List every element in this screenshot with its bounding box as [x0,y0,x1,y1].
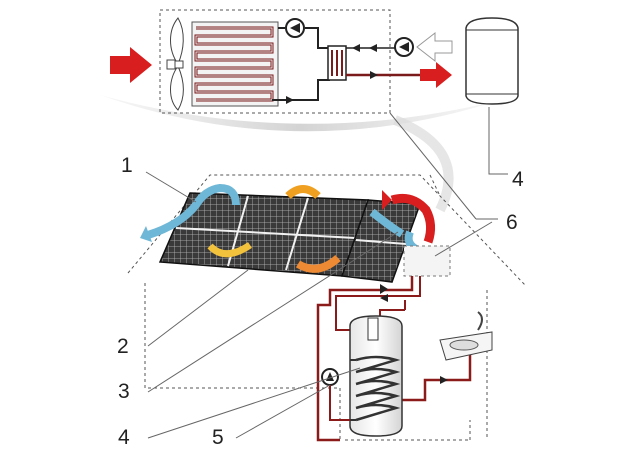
pump-icon [285,18,305,38]
callout-1: 1 [121,154,133,177]
rooftop-heat-pump-box [403,245,451,277]
cold-air-arrow [146,183,240,239]
leader-line-6a [389,112,477,220]
arrow-icon [416,31,453,63]
sink-icon [439,311,493,361]
heat-pump-unit-box [159,9,391,114]
leader-line-6b [434,221,493,257]
refrigerant-line-bottom [272,79,330,101]
tank-side-pipe [329,385,350,421]
pump-icon [394,37,414,57]
callout-6: 6 [506,211,518,234]
callout-4-bottom: 4 [118,426,130,449]
leader-line-2 [147,269,249,347]
arrow-icon [440,376,448,384]
arrow-icon [420,62,452,88]
sink-pipe [400,350,472,402]
condenser-heat-exchanger [327,45,347,81]
leader-line-5 [235,384,331,439]
tank-hot-outlet-pipe [379,300,406,318]
warm-air-arrow [285,185,321,200]
house-outline-icon [127,174,526,441]
solar-panel-icon [158,192,422,283]
refrigerant-line-top [278,27,330,49]
return-pipe [335,276,421,331]
hot-air-arrow [390,193,436,244]
leader-line-4-top [488,107,508,175]
evaporator-coil [191,21,279,107]
leader-line-1 [145,171,197,203]
storage-tank-icon [349,315,403,437]
callout-5: 5 [212,426,224,449]
pump-icon [321,368,339,386]
hot-supply-pipe [316,276,414,442]
callout-2: 2 [117,335,129,358]
storage-tank-icon [465,17,519,105]
warm-air-arrow [207,242,252,258]
callout-3: 3 [118,380,130,403]
leader-line-4-bottom [147,367,361,439]
arrow-icon [380,284,388,294]
cool-air-arrow-right [369,208,405,238]
flow-arrow [286,96,294,104]
background-arc-tail [393,115,454,213]
arrow-icon [380,294,388,302]
warm-air-arrow [295,254,341,273]
fan-icon [166,17,184,111]
leader-line-3 [147,231,399,393]
callout-4-top: 4 [512,168,524,191]
arrow-icon [110,47,152,83]
